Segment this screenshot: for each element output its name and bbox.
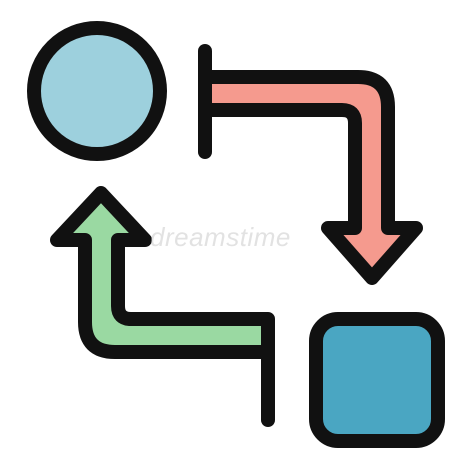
top-right-arrow-icon: [198, 70, 423, 285]
bottom-left-arrow-icon: [50, 186, 275, 359]
circle-node-icon: [27, 21, 167, 161]
square-node-icon: [309, 312, 445, 448]
